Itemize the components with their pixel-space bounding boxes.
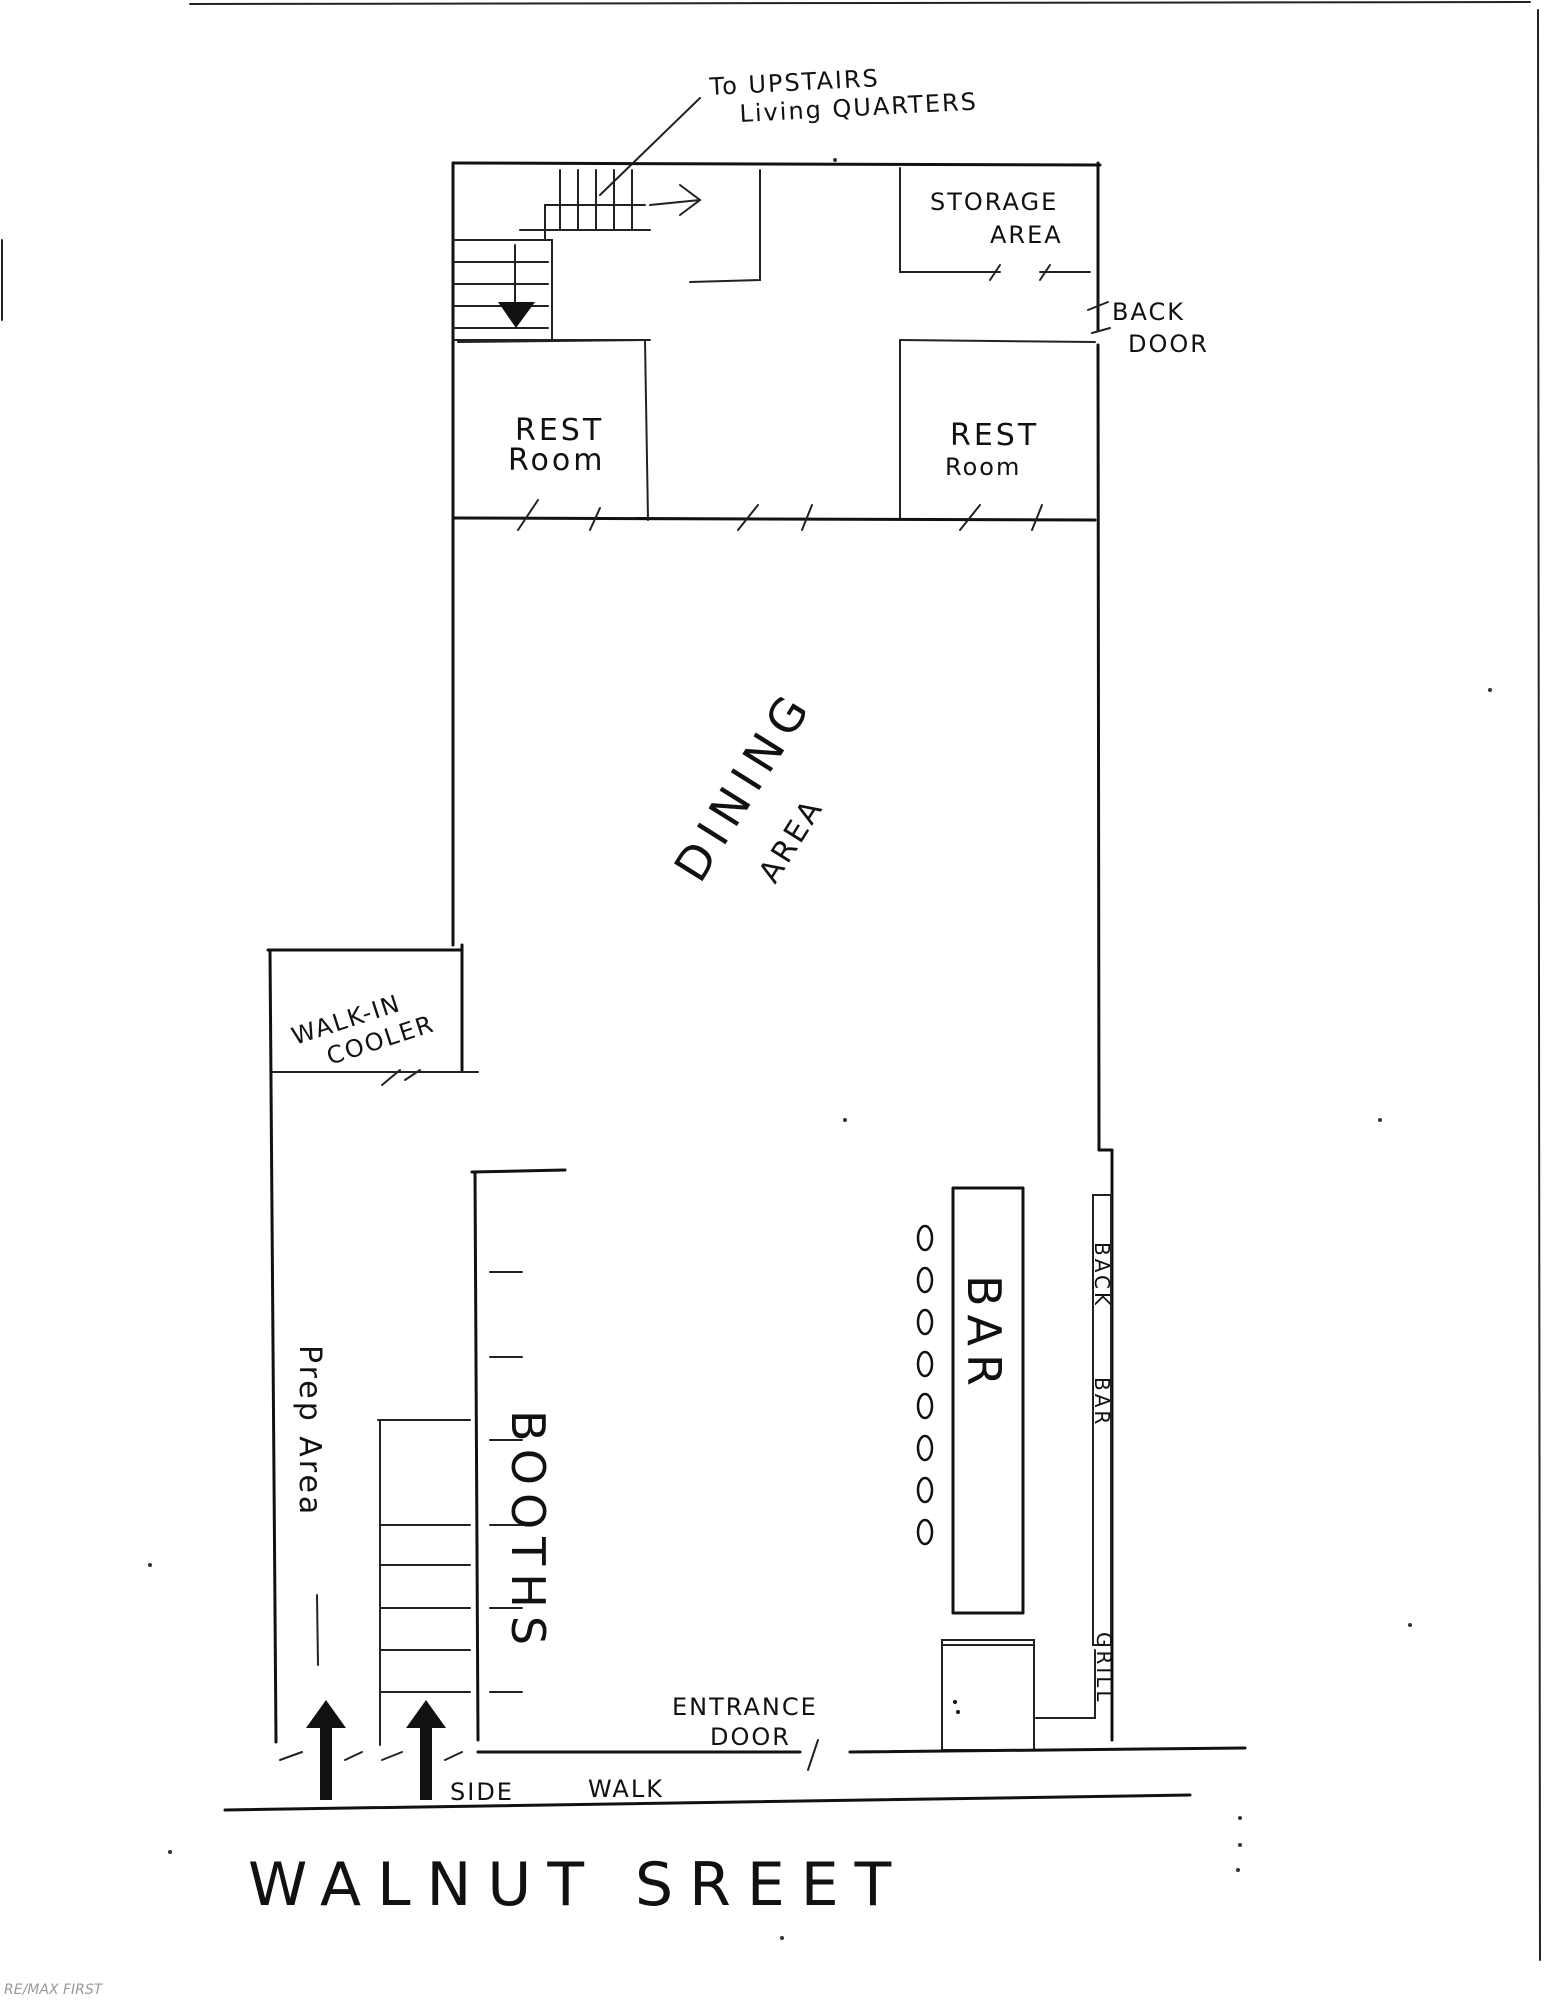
- rest-room-left-label-line2: Room: [508, 443, 605, 478]
- prep-area-label: Prep Area: [292, 1345, 327, 1517]
- rest-room-right-label-line1: REST: [950, 418, 1039, 453]
- prep-area-stairs: [377, 1419, 471, 1746]
- booths-wall: [470, 1168, 567, 1742]
- bar-stool: [916, 1266, 934, 1294]
- scan-specks: [148, 158, 1492, 1940]
- building-outline: [266, 161, 1114, 1744]
- down-arrow-icon: [498, 302, 535, 328]
- entrance-door-label-line1: ENTRANCE: [672, 1693, 818, 1721]
- side-doors: [279, 1751, 463, 1761]
- bar-stool: [916, 1518, 934, 1546]
- up-arrow-icon: [406, 1700, 446, 1800]
- kitchen-block: [941, 1639, 1096, 1751]
- back-door: [1087, 301, 1111, 334]
- rest-room-right-label-line2: Room: [945, 453, 1021, 481]
- page-right-edge: [1537, 9, 1541, 1961]
- dining-area-label-line2: AREA: [752, 792, 831, 889]
- bar-stools: [916, 1224, 934, 1546]
- entrance-door-label-line2: DOOR: [710, 1723, 791, 1751]
- bar-stool: [916, 1392, 934, 1420]
- prep-area-dash: [316, 1594, 319, 1666]
- side-walk-label-line1: SIDE: [450, 1778, 514, 1806]
- front-wall: [476, 1739, 1247, 1771]
- bar-stool: [916, 1476, 934, 1504]
- up-arrow-icon: [306, 1700, 346, 1800]
- bar-stool: [916, 1350, 934, 1378]
- bar-stool: [916, 1224, 934, 1252]
- storage-area-label-line1: STORAGE: [930, 188, 1058, 216]
- back-door-label-line1: BACK: [1112, 298, 1185, 326]
- back-bar: [1092, 1194, 1112, 1646]
- rest-room-left-label-line1: REST: [515, 413, 604, 448]
- side-walk-label-line2: WALK: [588, 1775, 664, 1803]
- bar-stool: [916, 1308, 934, 1336]
- rest-room-walls: [453, 499, 1097, 531]
- back-bar-label-1: BACK: [1090, 1242, 1114, 1308]
- staircase: [452, 97, 702, 341]
- upper-hall-walls: [457, 167, 1096, 521]
- page-top-edge: [189, 1, 1531, 5]
- storage-area-label-line2: AREA: [990, 221, 1063, 249]
- watermark: RE/MAX FIRST: [4, 1982, 104, 1998]
- stairs-note-leader: [599, 97, 701, 196]
- booths-label: BOOTHS: [501, 1410, 555, 1653]
- bar-label: BAR: [957, 1275, 1011, 1394]
- bar-counter: [951, 1186, 1025, 1615]
- street-label: WALNUT SREET: [248, 1850, 907, 1920]
- back-bar-label-2: BAR: [1090, 1377, 1114, 1427]
- bar-stool: [916, 1434, 934, 1462]
- sidewalk-edge: [223, 1793, 1192, 1812]
- back-door-label-line2: DOOR: [1128, 330, 1209, 358]
- walk-in-cooler-walls: [271, 1069, 479, 1086]
